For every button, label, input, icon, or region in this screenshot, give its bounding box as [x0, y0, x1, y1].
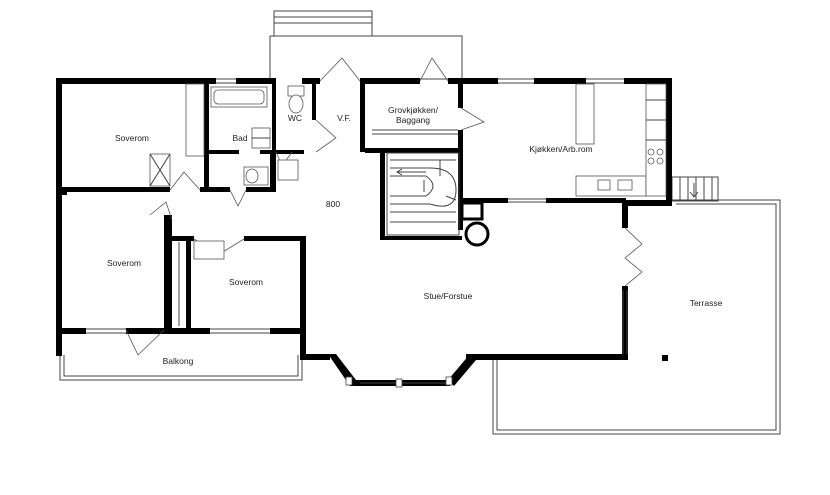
utility-fixtures [372, 129, 458, 135]
room-label-soverom-1: Soverom [115, 133, 149, 143]
terrace-steps [671, 176, 719, 202]
room-label-balkong: Balkong [163, 356, 194, 366]
terrace-post [662, 355, 668, 361]
room-label-bad: Bad [232, 133, 247, 143]
room-label-stue: Stue/Forstue [424, 291, 473, 301]
interior-walls [62, 78, 626, 334]
kitchen-fixtures [575, 83, 667, 197]
staircase [386, 152, 460, 236]
room-label-soverom-2: Soverom [107, 258, 141, 268]
doors [125, 57, 643, 356]
room-labels: Soverom Bad WC V.F. Grovkjøkken/ Baggang… [107, 105, 723, 366]
wc-fixtures [277, 85, 305, 181]
bedroom-fixtures [149, 83, 225, 326]
bathroom-fixtures [210, 86, 271, 186]
entrance-canopy [269, 10, 463, 78]
room-label-grovkjokken-2: Baggang [396, 115, 430, 125]
round-column [464, 221, 490, 247]
windows [86, 78, 628, 354]
bay-window [328, 354, 476, 388]
room-label-soverom-3: Soverom [229, 277, 263, 287]
terrace-outline [492, 199, 781, 435]
balcony-outline [59, 355, 303, 381]
room-label-kjokken: Kjøkken/Arb.rom [529, 144, 592, 154]
room-label-vf: V.F. [337, 113, 351, 123]
room-label-wc: WC [288, 113, 302, 123]
room-label-grovkjokken-1: Grovkjøkken/ [388, 105, 439, 115]
room-label-terrasse: Terrasse [690, 298, 723, 308]
exterior-walls [56, 78, 672, 360]
room-label-hall-code: 800 [326, 199, 340, 209]
